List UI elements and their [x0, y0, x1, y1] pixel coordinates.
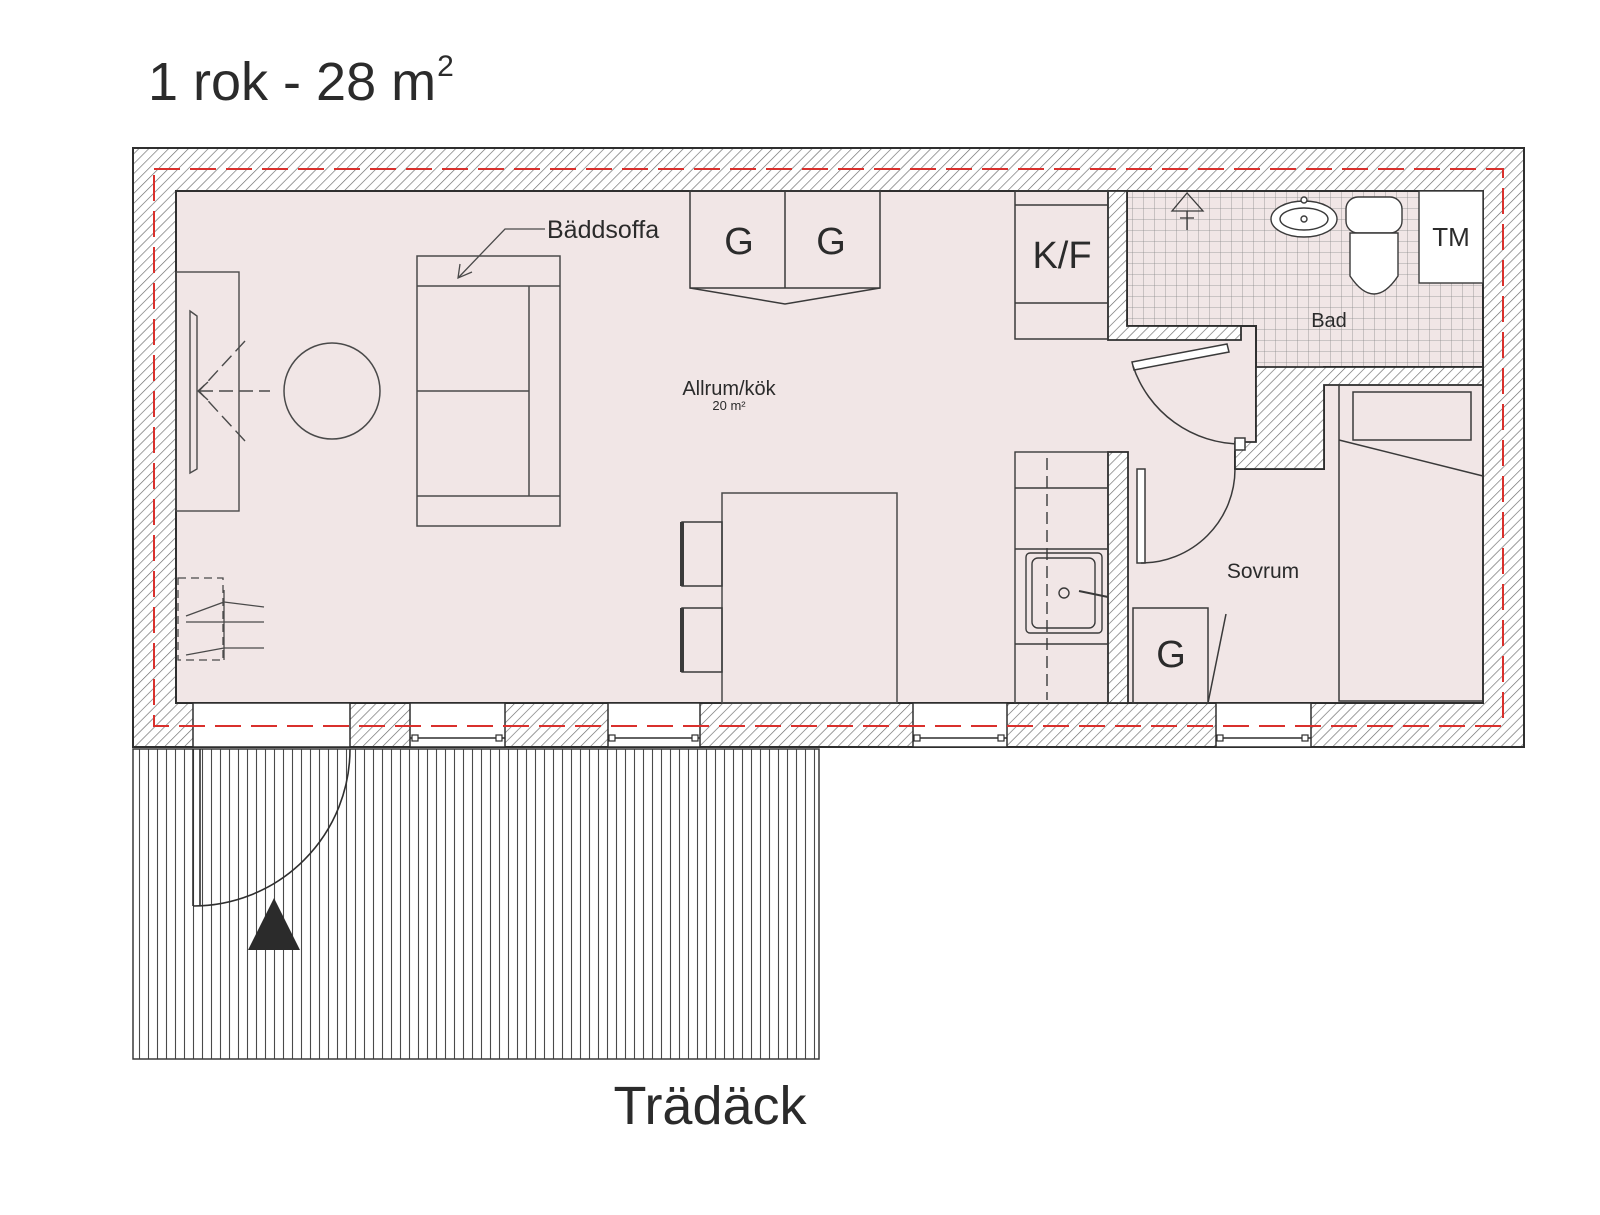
fridge-freezer-label: K/F — [1032, 235, 1091, 277]
shoe-rack — [177, 577, 265, 661]
wardrobe-label-2: G — [816, 221, 846, 263]
wardrobe-bedroom-label: G — [1156, 634, 1186, 676]
washing-machine — [1418, 190, 1484, 284]
plan-title-superscript: 2 — [437, 50, 454, 83]
bathroom-label: Bad — [1311, 310, 1347, 332]
bathroom-door — [1131, 343, 1246, 451]
toilet — [1345, 196, 1403, 295]
sofa-label: Bäddsoffa — [547, 216, 659, 244]
wardrobe-bedroom — [1132, 607, 1227, 704]
wooden-deck — [132, 748, 820, 1060]
dining-table — [721, 492, 898, 704]
shower — [1170, 192, 1205, 230]
plan-title: 1 rok - 28 m2 — [148, 50, 454, 112]
bedroom-door — [1136, 468, 1236, 564]
plan-title-text: 1 rok - 28 m — [148, 52, 437, 112]
sofa-leader-line — [457, 228, 545, 280]
entrance-arrow-icon — [248, 898, 300, 950]
washing-machine-label: TM — [1432, 222, 1470, 252]
entrance-door — [192, 748, 351, 907]
bathroom-sink — [1270, 196, 1338, 238]
window-frame-markers — [411, 734, 1309, 742]
living-room-area: 20 m² — [712, 398, 746, 413]
insulation-line — [153, 168, 1504, 727]
fridge-freezer — [1014, 190, 1109, 340]
dining-chairs — [680, 521, 723, 673]
wardrobe-label-1: G — [724, 221, 754, 263]
bed — [1338, 384, 1484, 702]
sofa-bed — [416, 255, 561, 527]
round-table — [283, 342, 381, 440]
bedroom-label: Sovrum — [1227, 560, 1299, 583]
deck-label: Trädäck — [613, 1076, 807, 1136]
interior-walls — [1107, 190, 1484, 704]
tv-bench — [175, 271, 270, 512]
living-room-label: Allrum/kök — [682, 378, 776, 400]
wardrobes-living — [689, 190, 881, 305]
kitchen-counter — [1014, 451, 1109, 704]
